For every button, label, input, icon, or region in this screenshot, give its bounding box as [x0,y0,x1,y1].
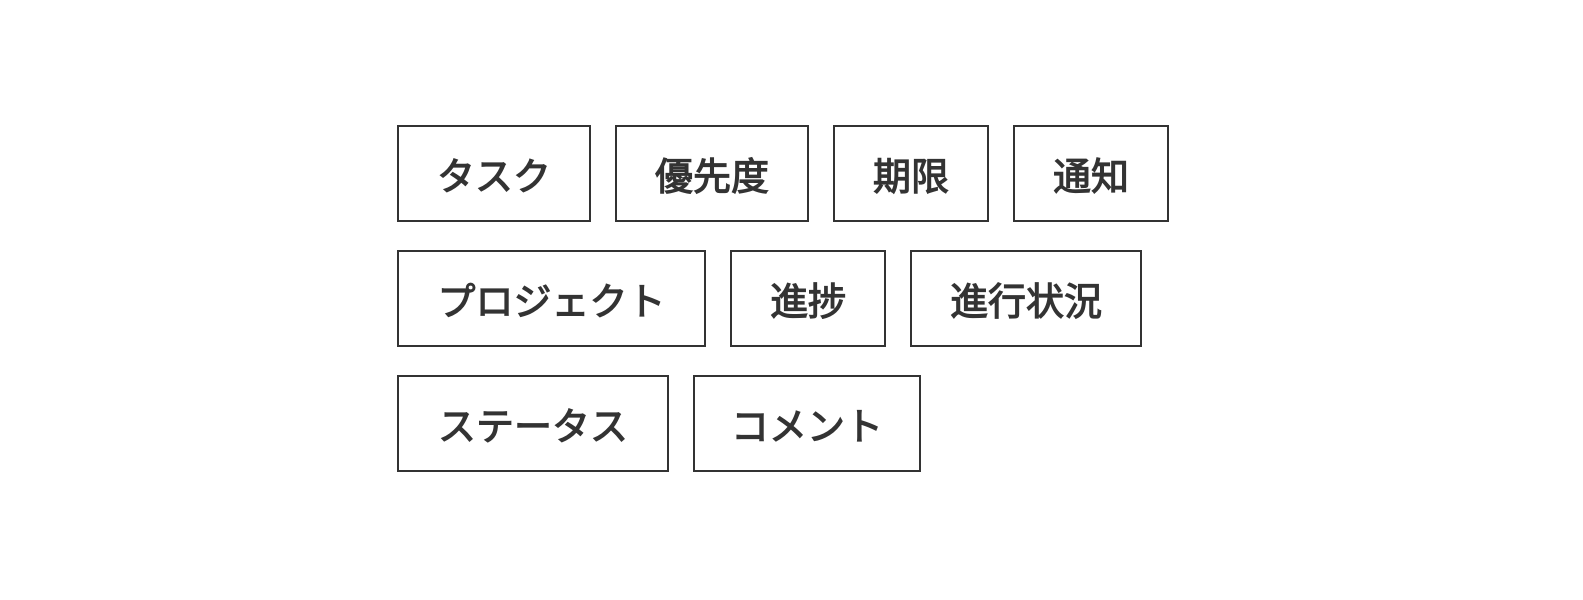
tile-grid: タスク 優先度 期限 通知 プロジェクト 進捗 進行状況 ステータス コメント [397,125,1169,472]
tile-row-1: タスク 優先度 期限 通知 [397,125,1169,222]
box-notification[interactable]: 通知 [1013,125,1169,222]
box-project[interactable]: プロジェクト [397,250,706,347]
box-task[interactable]: タスク [397,125,591,222]
tile-row-2: プロジェクト 進捗 進行状況 [397,250,1169,347]
tile-row-3: ステータス コメント [397,375,1169,472]
box-progress-status[interactable]: 進行状況 [910,250,1142,347]
box-comment[interactable]: コメント [693,375,921,472]
box-status[interactable]: ステータス [397,375,669,472]
box-progress[interactable]: 進捗 [730,250,886,347]
box-deadline[interactable]: 期限 [833,125,989,222]
box-priority[interactable]: 優先度 [615,125,809,222]
